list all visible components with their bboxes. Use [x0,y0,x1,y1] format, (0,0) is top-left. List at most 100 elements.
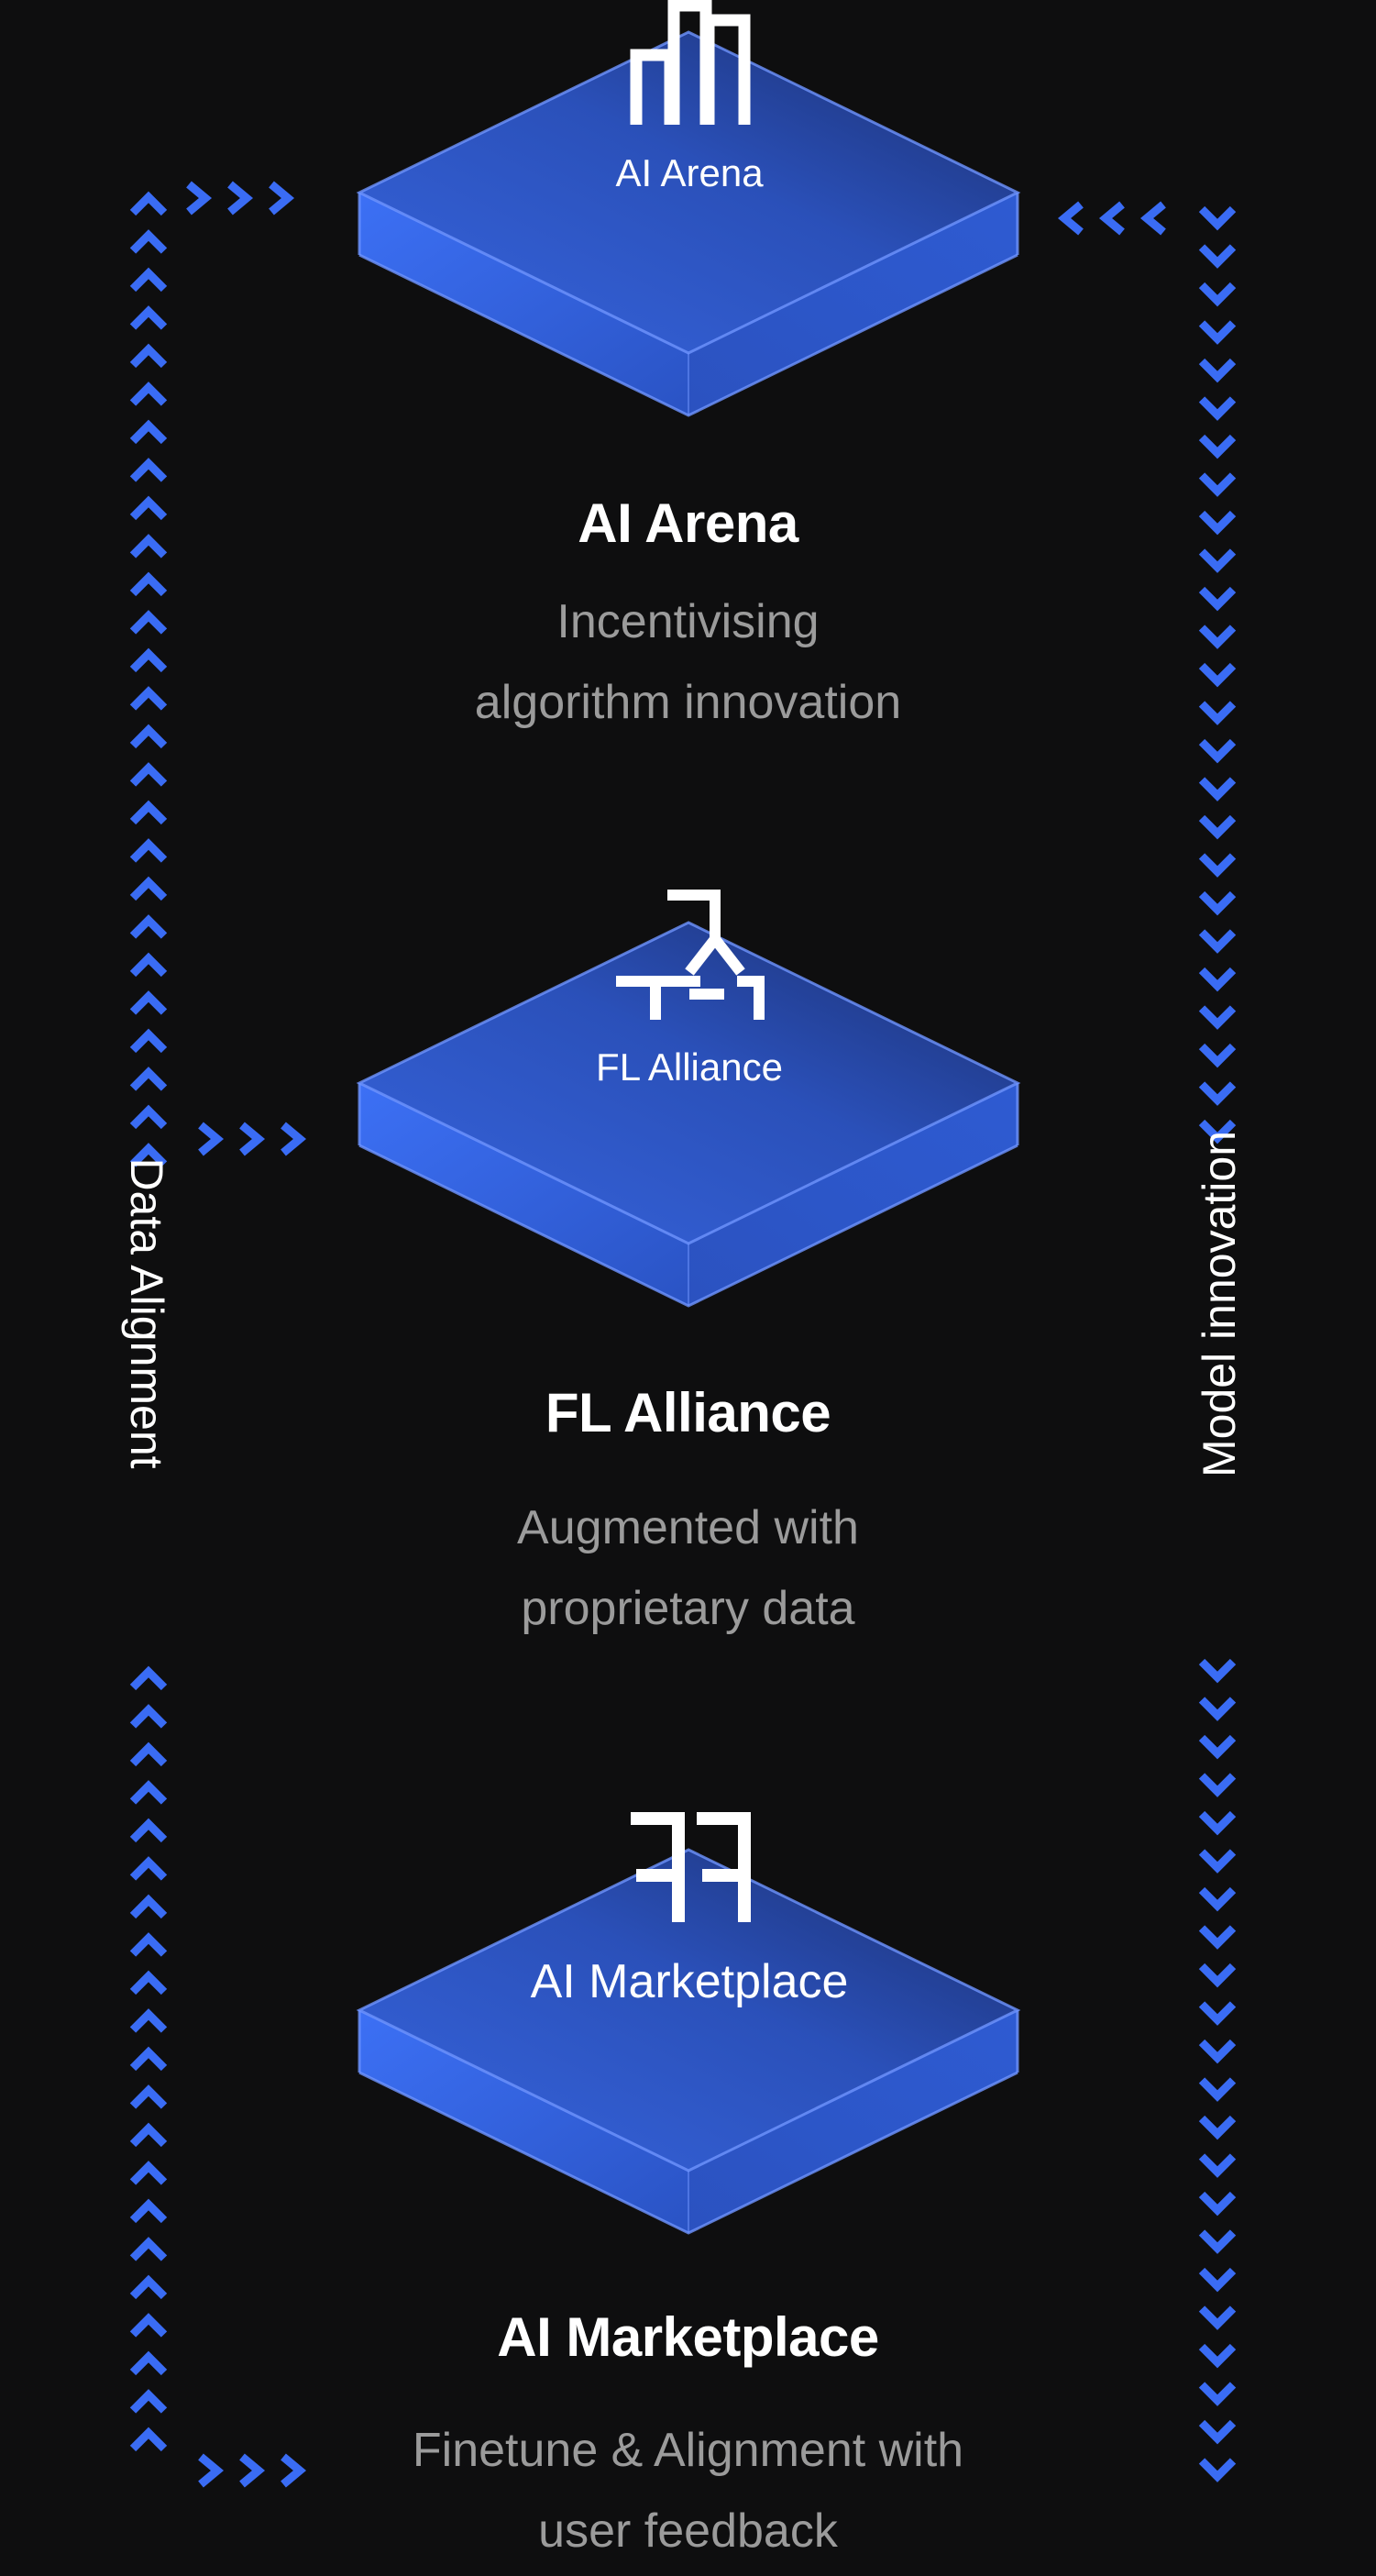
model-innovation-down-arrows [1198,205,1237,2482]
chevron-down-icon [1198,1810,1237,1836]
chevron-down-icon [1198,2115,1237,2140]
chevron-up-icon [129,2274,168,2300]
chevron-up-icon [129,458,168,482]
chevron-down-icon [1198,890,1237,916]
chevron-down-icon [1198,434,1237,459]
chevron-down-icon [1198,1886,1237,1912]
chevron-up-icon [129,343,168,369]
data-alignment-label: Data Alignment [121,1157,172,1469]
plate-right-face [688,193,1018,415]
ai-arena-plate-label: AI Arena [615,151,764,194]
ai-marketplace-plate-label: AI Marketplace [531,1955,849,2008]
chevron-down-icon [1198,1697,1237,1721]
ai-arena-description-line-1: Incentivising [556,595,820,648]
chevron-down-icon [1198,2305,1237,2330]
chevron-right-icon [198,2453,225,2488]
chevron-down-icon [1198,2267,1237,2293]
chevron-down-icon [1198,472,1237,497]
chevron-left-icon [1098,201,1125,236]
chevron-down-icon [1198,205,1237,231]
ai-arena-title: AI Arena [578,492,798,554]
horizontal-arrows [186,181,1166,2488]
chevron-up-icon [129,1665,168,1691]
chevron-right-icon [198,1122,225,1156]
chevron-down-icon [1198,1962,1237,1988]
chevron-left-icon [1139,201,1166,236]
plate-left-face [359,193,688,415]
chevron-up-icon [129,610,168,635]
fl-alliance-plate [356,921,1021,1308]
chevron-up-icon [129,419,168,445]
chevron-down-icon [1198,2458,1237,2482]
chevron-up-icon [129,2084,168,2109]
chevron-up-icon [129,1932,168,1957]
data-alignment-up-arrows [129,191,168,2452]
chevron-down-icon [1198,853,1237,878]
chevron-up-icon [129,800,168,825]
chevron-down-icon [1198,1734,1237,1760]
chevron-up-icon [129,495,168,521]
marketplace-brackets-icon [631,1812,751,1922]
chevron-down-icon [1198,738,1237,764]
chevron-up-icon [129,1780,168,1805]
chevron-down-icon [1198,586,1237,612]
chevron-down-icon [1198,2419,1237,2445]
chevron-up-icon [129,1818,168,1843]
ai-marketplace-description: Finetune & Alignment with user feedback [0,2410,1376,2571]
chevron-right-icon [269,181,295,216]
arena-bars-icon [630,0,751,125]
chevron-up-icon [129,571,168,597]
chevron-up-icon [129,1067,168,1091]
chevron-up-icon [129,2350,168,2376]
chevron-up-icon [129,952,168,978]
chevron-down-icon [1198,625,1237,649]
ai-marketplace-title: AI Marketplace [497,2306,879,2368]
chevron-down-icon [1198,2229,1237,2254]
chevron-up-icon [129,1104,168,1130]
fl-alliance-plate-label: FL Alliance [596,1045,783,1089]
chevron-up-icon [129,1970,168,1996]
chevron-down-icon [1198,777,1237,802]
plate-top-face [356,1848,1021,2172]
model-innovation-label: Model innovation [1194,1130,1245,1478]
chevron-down-icon [1198,967,1237,992]
chevron-up-icon [129,686,168,711]
chevron-up-icon [129,229,168,254]
chevron-down-icon [1198,1081,1237,1106]
chevron-down-icon [1198,1773,1237,1797]
chevron-up-icon [129,838,168,863]
chevron-up-icon [129,1028,168,1054]
chevron-down-icon [1198,2191,1237,2217]
chevron-up-icon [129,534,168,558]
chevron-down-icon [1198,662,1237,688]
ai-marketplace-description-line-2: user feedback [538,2504,838,2558]
ai-marketplace-plate [356,1848,1021,2235]
chevron-up-icon [129,990,168,1015]
chevron-down-icon [1198,1925,1237,1950]
chevron-down-icon [1198,814,1237,840]
chevron-up-icon [129,762,168,787]
chevron-down-icon [1198,320,1237,345]
chevron-up-icon [129,1894,168,1919]
chevron-up-icon [129,2198,168,2224]
chevron-down-icon [1198,358,1237,383]
chevron-down-icon [1198,929,1237,954]
chevron-right-icon [281,2453,307,2488]
chevron-right-icon [239,2453,266,2488]
plate-left-face [359,1083,688,1306]
chevron-down-icon [1198,1043,1237,1068]
chevron-down-icon [1198,548,1237,573]
plate-right-face [688,1083,1018,1306]
fl-alliance-description: Augmented with proprietary data [0,1487,1376,1649]
ai-arena-description: Incentivising algorithm innovation [0,581,1376,743]
chevron-up-icon [129,914,168,939]
chevron-down-icon [1198,2343,1237,2369]
chevron-down-icon [1198,510,1237,536]
chevron-down-icon [1198,1849,1237,1874]
chevron-up-icon [129,2237,168,2261]
chevron-up-icon [129,2161,168,2185]
chevron-right-icon [281,1122,307,1156]
chevron-up-icon [129,2313,168,2338]
chevron-down-icon [1198,2382,1237,2406]
chevron-up-icon [129,1856,168,1881]
